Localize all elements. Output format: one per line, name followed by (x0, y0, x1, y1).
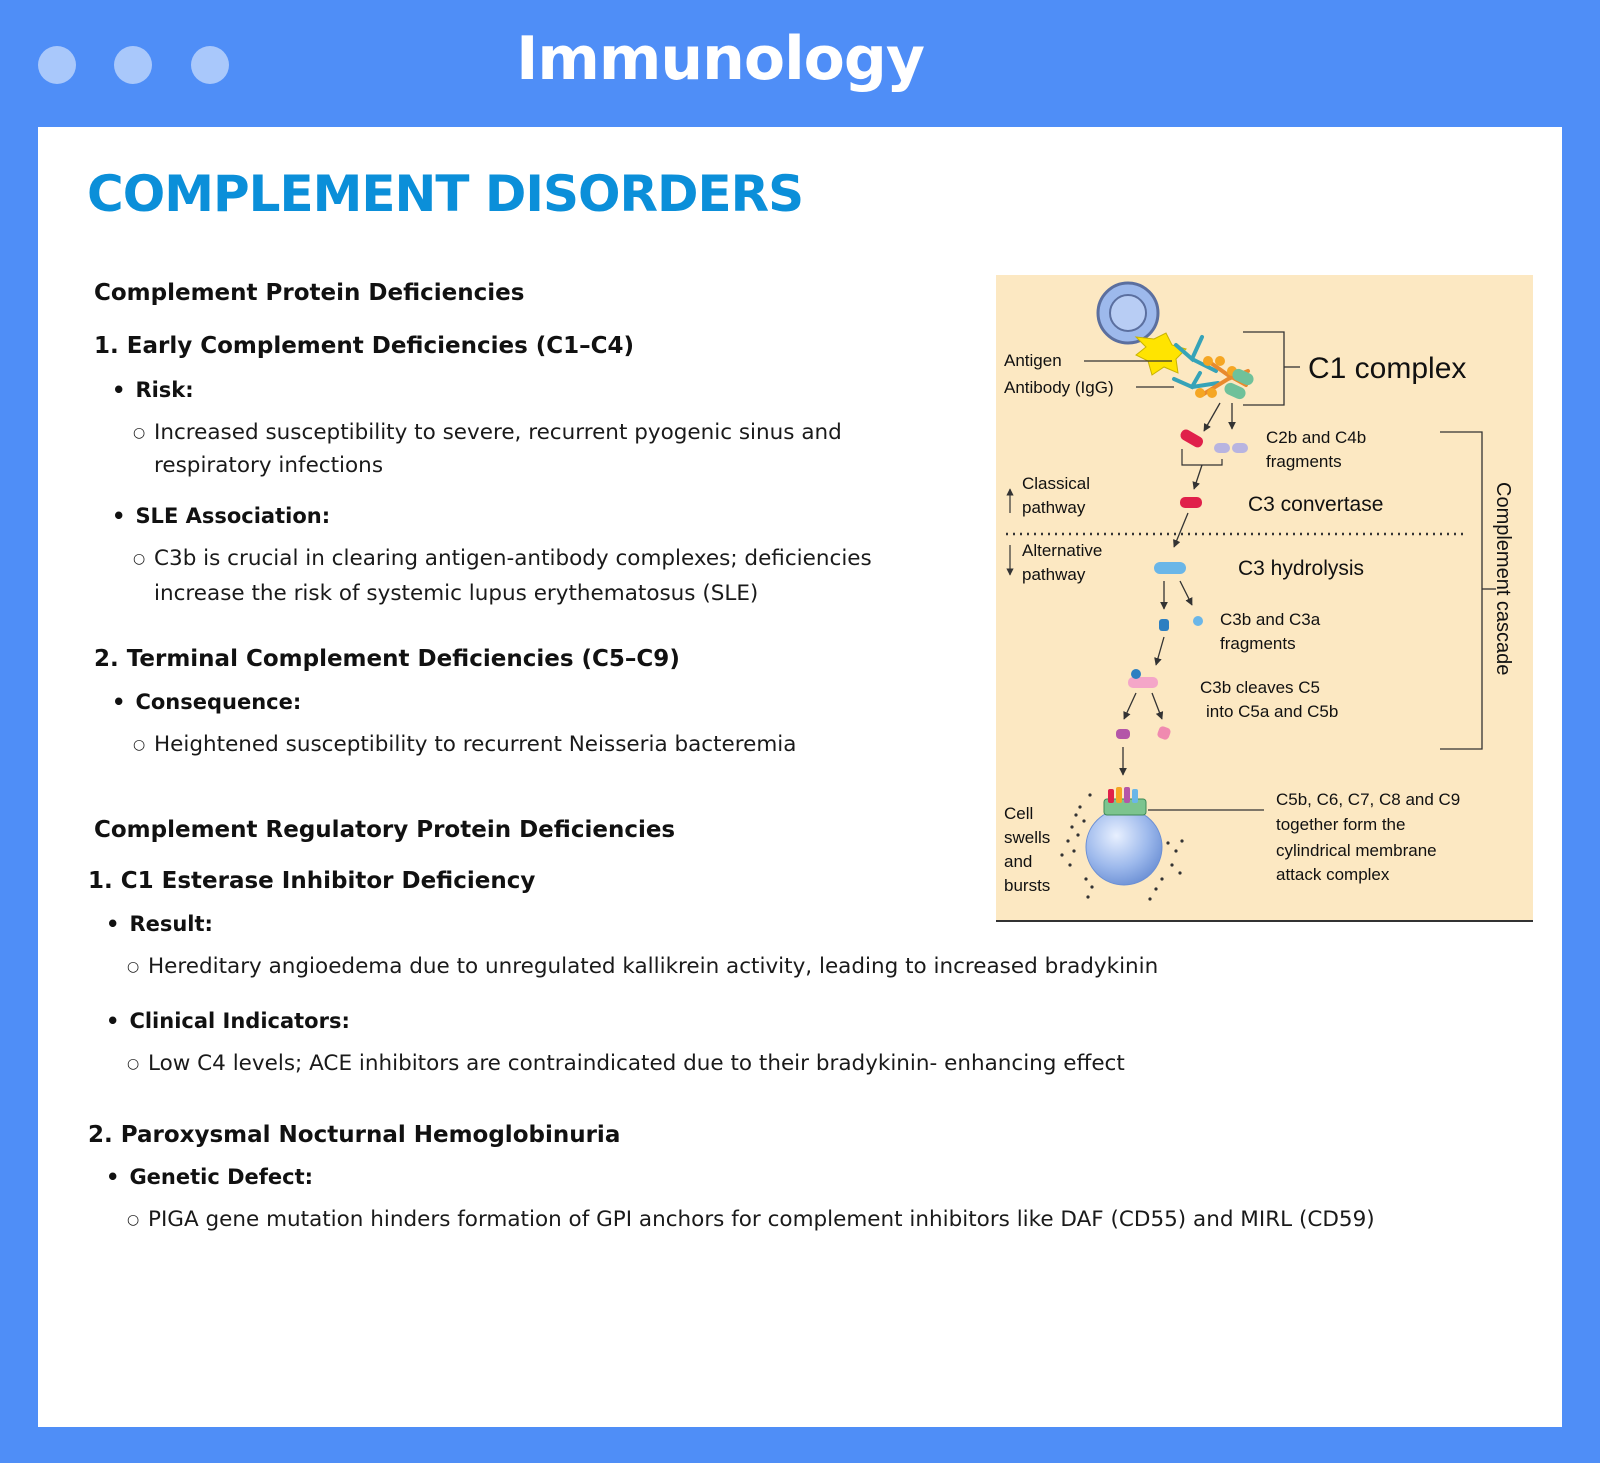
bullet-label: Result: (106, 912, 213, 936)
bullet-label: Risk: (112, 378, 193, 402)
label-classical: Classical (1022, 474, 1090, 493)
subsection-title: 1. C1 Esterase Inhibitor Deficiency (88, 868, 536, 894)
label-alternative-pathway: pathway (1022, 565, 1086, 584)
subsection-title: 2. Terminal Complement Deficiencies (C5–… (94, 646, 680, 672)
label-mac-together: together form the (1276, 815, 1405, 834)
sub-bullet-text: ○Hereditary angioedema due to unregulate… (127, 949, 1158, 985)
label-c3-convertase: C3 convertase (1248, 493, 1383, 516)
c3-convertase-icon (1180, 497, 1202, 508)
window-title: Immunology (516, 24, 925, 94)
sub-bullet-text: respiratory infections (154, 453, 384, 478)
label-c5-cleave: C3b cleaves C5 (1200, 678, 1320, 697)
label-alternative: Alternative (1022, 541, 1102, 560)
label-c3-hydrolysis: C3 hydrolysis (1238, 557, 1364, 580)
label-classical-pathway: pathway (1022, 498, 1086, 517)
circle-bullet-icon: ○ (133, 425, 146, 441)
c2b-c4b-fragments-icon (1180, 429, 1248, 453)
label-c5-cleave-products: into C5a and C5b (1206, 702, 1338, 721)
label-c1-complex: C1 complex (1308, 352, 1466, 385)
c5-cleavage-icon (1128, 669, 1158, 688)
lysed-cell-icon (1060, 793, 1184, 901)
label-c2b-c4b: C2b and C4b (1266, 428, 1366, 447)
section-title: Complement Regulatory Protein Deficienci… (94, 817, 676, 843)
circle-bullet-icon: ○ (127, 1212, 140, 1228)
label-cell: Cell (1004, 804, 1033, 823)
c3-hydrolysis-icon (1154, 562, 1186, 574)
window-dot[interactable] (38, 46, 76, 84)
label-c3b-c3a: C3b and C3a (1220, 610, 1321, 629)
c5a-c5b-fragments-icon (1116, 726, 1171, 740)
bullet-label: SLE Association: (112, 504, 330, 528)
label-c3b-c3a-fragments: fragments (1220, 634, 1296, 653)
circle-bullet-icon: ○ (133, 737, 146, 753)
window-dot[interactable] (114, 46, 152, 84)
sub-bullet-text: increase the risk of systemic lupus eryt… (154, 581, 759, 606)
diagram-background (996, 275, 1533, 921)
c3b-c3a-fragments-icon (1159, 616, 1203, 631)
page-heading: COMPLEMENT DISORDERS (87, 165, 804, 223)
subsection-title: 1. Early Complement Deficiencies (C1–C4) (94, 333, 635, 359)
sub-bullet-text: ○C3b is crucial in clearing antigen-anti… (133, 541, 872, 577)
label-swells: swells (1004, 828, 1050, 847)
label-and: and (1004, 852, 1032, 871)
sub-bullet-text: ○Increased susceptibility to severe, rec… (133, 415, 842, 451)
label-mac-attack: attack complex (1276, 865, 1390, 884)
membrane-attack-complex-icon (1103, 787, 1147, 816)
c1-complex-icon (1195, 356, 1254, 400)
label-antibody: Antibody (IgG) (1004, 378, 1114, 397)
bullet-label: Consequence: (112, 690, 301, 714)
subsection-title: 2. Paroxysmal Nocturnal Hemoglobinuria (88, 1122, 621, 1148)
window-dot[interactable] (191, 46, 229, 84)
label-antigen: Antigen (1004, 351, 1062, 370)
circle-bullet-icon: ○ (133, 551, 146, 567)
section-title: Complement Protein Deficiencies (94, 280, 525, 306)
antigen-cell-icon (1096, 281, 1187, 376)
bullet-label: Clinical Indicators: (106, 1009, 349, 1033)
label-bursts: bursts (1004, 876, 1050, 895)
label-complement-cascade: Complement cascade (1492, 482, 1514, 675)
sub-bullet-text: ○PIGA gene mutation hinders formation of… (127, 1202, 1375, 1238)
sub-bullet-text: ○Low C4 levels; ACE inhibitors are contr… (127, 1046, 1125, 1082)
window-titlebar: Immunology (0, 0, 1600, 127)
complement-cascade-diagram: Antigen Antibody (IgG) C1 complex C2b an… (996, 275, 1533, 922)
label-c2b-c4b-fragments: fragments (1266, 452, 1342, 471)
label-mac-cylindrical: cylindrical membrane (1276, 841, 1437, 860)
label-mac: C5b, C6, C7, C8 and C9 (1276, 790, 1460, 809)
circle-bullet-icon: ○ (127, 959, 140, 975)
sub-bullet-text: ○Heightened susceptibility to recurrent … (133, 727, 796, 763)
circle-bullet-icon: ○ (127, 1056, 140, 1072)
bullet-label: Genetic Defect: (106, 1165, 313, 1189)
